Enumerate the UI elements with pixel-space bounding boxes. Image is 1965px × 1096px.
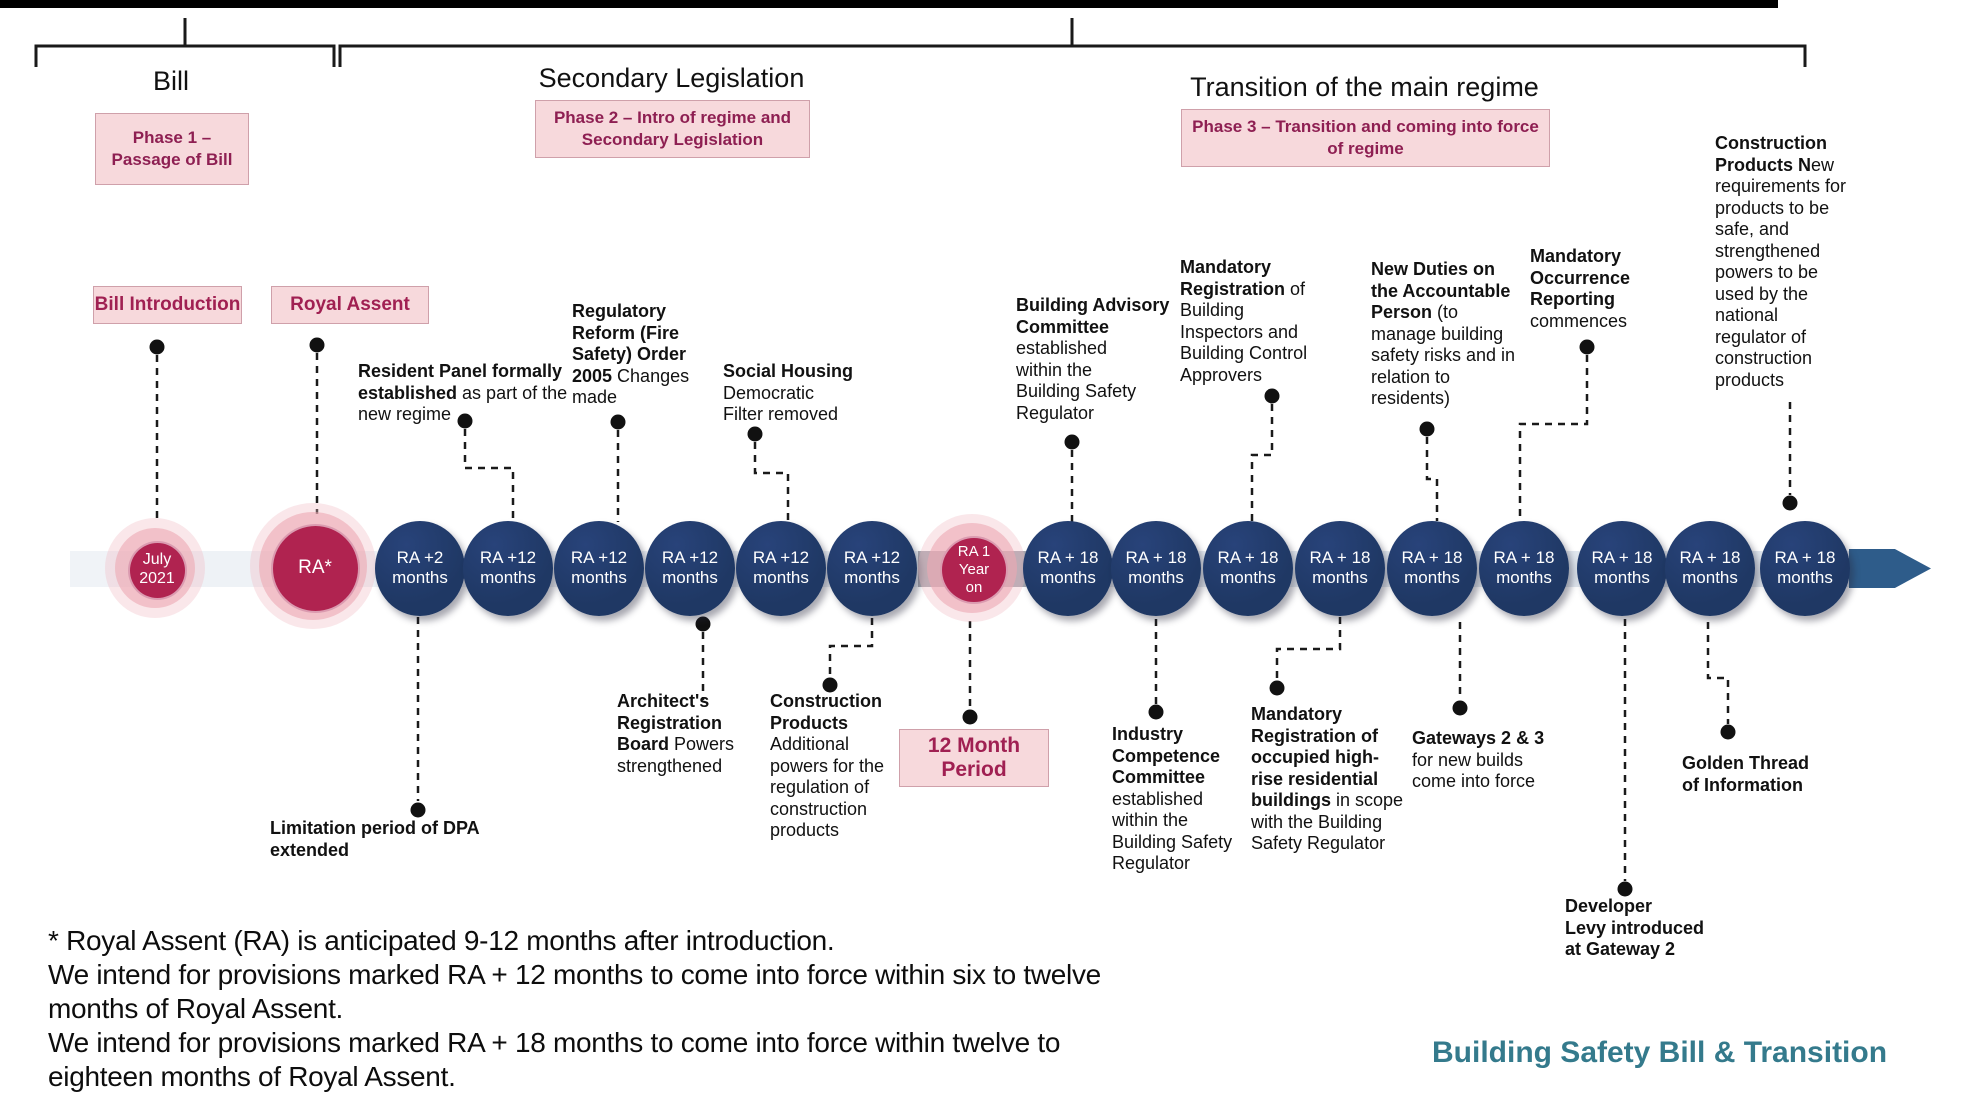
milestone-ra18-9-label: RA + 18 months: [1774, 547, 1836, 587]
connector-golden-thread-dot: [1720, 724, 1736, 740]
milestone-ra18-5-label: RA + 18 months: [1401, 547, 1463, 587]
milestone-july-2021: July 2021: [127, 540, 187, 600]
milestone-ra18-4: RA + 18 months: [1295, 520, 1385, 616]
connector-mandatory-occurrence-dot: [1579, 339, 1595, 355]
connector-regulatory-reform-dot: [610, 414, 626, 430]
milestone-ra18-9: RA + 18 months: [1760, 520, 1850, 616]
connector-building-advisory-dot: [1064, 434, 1080, 450]
connector-architects-board-dot: [695, 616, 711, 632]
milestone-ra18-2-label: RA + 18 months: [1125, 547, 1187, 587]
connector-golden-thread: [1706, 622, 1730, 724]
milestone-ra12-3: RA +12 months: [645, 520, 735, 616]
connector-occupied-high-rise: [1275, 617, 1342, 680]
milestone-ra-1-year: RA 1 Year on: [940, 536, 1008, 604]
connector-construction-products-below: [828, 618, 874, 677]
timeline-arrow-icon: [1849, 549, 1931, 588]
milestone-ra12-5-label: RA +12 months: [843, 547, 901, 587]
milestone-royal-assent-label: RA*: [298, 556, 332, 578]
milestone-ra18-7: RA + 18 months: [1577, 520, 1667, 616]
milestone-ra12-2-label: RA +12 months: [570, 547, 628, 587]
milestone-ra12-5: RA +12 months: [827, 520, 917, 616]
milestone-ra12-1-label: RA +12 months: [479, 547, 537, 587]
milestone-ra12-4: RA +12 months: [736, 520, 826, 616]
phase2-box: Phase 2 – Intro of regime and Secondary …: [535, 100, 810, 158]
connector-occupied-high-rise-dot: [1269, 680, 1285, 696]
milestone-ra18-6: RA + 18 months: [1479, 520, 1569, 616]
milestone-ra18-1: RA + 18 months: [1023, 520, 1113, 616]
connector-construction-products-right-dot: [1782, 495, 1798, 511]
milestone-ra12-3-label: RA +12 months: [661, 547, 719, 587]
connector-resident-panel: [463, 429, 515, 521]
connector-mandatory-registration-inspectors-dot: [1264, 388, 1280, 404]
milestone-ra12-4-label: RA +12 months: [752, 547, 810, 587]
secondary-legislation-title: Secondary Legislation: [538, 63, 805, 93]
milestone-ra18-1-label: RA + 18 months: [1037, 547, 1099, 587]
footnote-text: * Royal Assent (RA) is anticipated 9-12 …: [48, 925, 1101, 1092]
milestone-ra18-3-label: RA + 18 months: [1217, 547, 1279, 587]
top-edge-strip: [0, 0, 1778, 8]
milestone-ra18-4-label: RA + 18 months: [1309, 547, 1371, 587]
milestone-ra2-label: RA +2 months: [392, 547, 448, 587]
connector-mandatory-registration-inspectors: [1250, 404, 1274, 522]
milestone-ra18-8-label: RA + 18 months: [1679, 547, 1741, 587]
connector-new-duties: [1425, 437, 1439, 521]
milestone-ra2: RA +2 months: [375, 520, 465, 616]
bill-section-title: Bill: [152, 66, 189, 96]
connector-developer-levy-dot: [1617, 881, 1633, 897]
connector-limitation-dpa-dot: [410, 802, 426, 818]
milestone-royal-assent: RA*: [270, 523, 360, 613]
milestone-ra18-8: RA + 18 months: [1665, 520, 1755, 616]
royal-assent-label: Royal Assent: [271, 286, 429, 324]
milestone-ra12-2: RA +12 months: [554, 520, 644, 616]
milestone-ra18-2: RA + 18 months: [1111, 520, 1201, 616]
milestone-ra18-3: RA + 18 months: [1203, 520, 1293, 616]
connector-industry-competence-dot: [1148, 704, 1164, 720]
twelve-month-period-label: 12 Month Period: [899, 729, 1049, 787]
milestone-ra-1-year-label: RA 1 Year on: [957, 543, 991, 596]
connector-12-month-period-dot: [962, 709, 978, 725]
connector-social-housing: [753, 442, 790, 522]
connector-social-housing-dot: [747, 426, 763, 442]
connector-mandatory-occurrence: [1518, 355, 1589, 521]
connector-new-duties-dot: [1419, 421, 1435, 437]
connector-gateways-dot: [1452, 700, 1468, 716]
connector-royal-assent-dot: [309, 337, 325, 353]
connector-bill-introduction-dot: [149, 339, 165, 355]
phase1-box: Phase 1 – Passage of Bill: [95, 113, 249, 185]
transition-title: Transition of the main regime: [1190, 72, 1539, 102]
milestone-ra12-1: RA +12 months: [463, 520, 553, 616]
bill-introduction-label: Bill Introduction: [93, 286, 242, 324]
phase3-box: Phase 3 – Transition and coming into for…: [1181, 109, 1550, 167]
slide-title: Building Safety Bill & Transition: [1432, 1036, 1888, 1069]
bracket-bill: [34, 44, 336, 67]
milestone-ra18-6-label: RA + 18 months: [1493, 547, 1555, 587]
milestone-ra18-7-label: RA + 18 months: [1591, 547, 1653, 587]
milestone-july-2021-label: July 2021: [139, 551, 175, 587]
milestone-ra18-5: RA + 18 months: [1387, 520, 1477, 616]
